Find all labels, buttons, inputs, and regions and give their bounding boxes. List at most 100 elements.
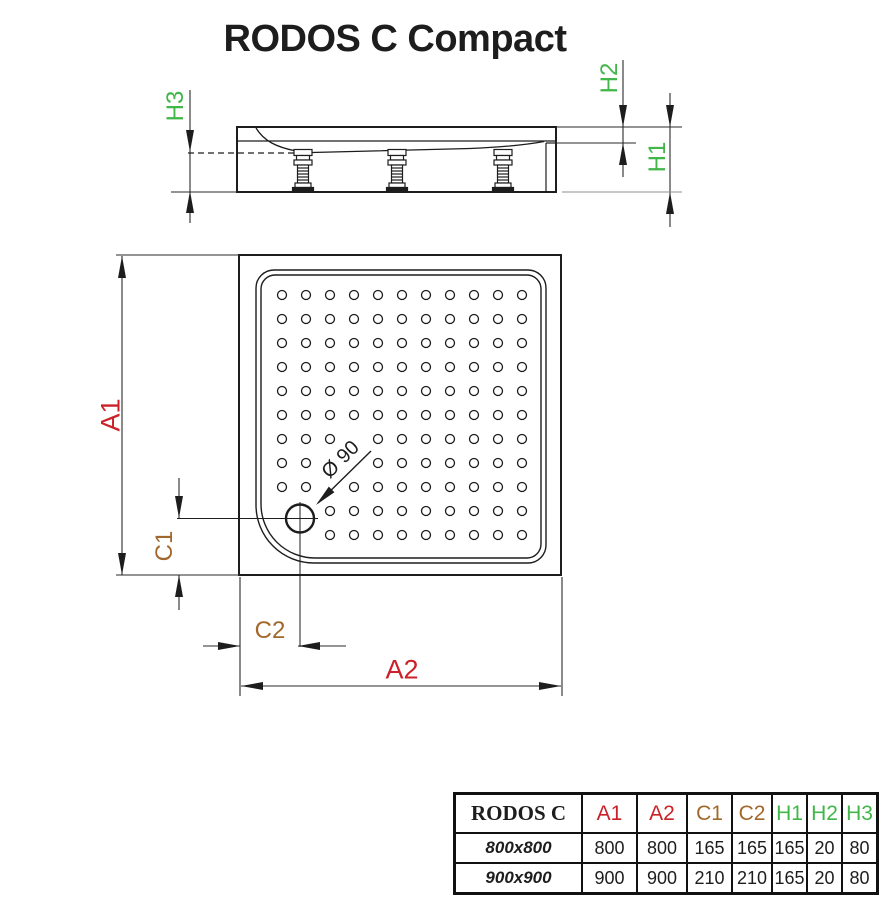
anti-slip-dot	[396, 505, 408, 517]
anti-slip-dot	[492, 385, 504, 397]
dim-label-h1: H1	[644, 141, 671, 173]
anti-slip-dot	[492, 433, 504, 445]
anti-slip-dot	[420, 337, 432, 349]
anti-slip-dot	[420, 385, 432, 397]
anti-slip-dot	[396, 481, 408, 493]
adjustable-feet	[291, 148, 515, 193]
anti-slip-dot	[348, 529, 360, 541]
spec-table: RODOS C A1 A2 C1 C2 H1 H2 H3 800x800 800…	[453, 792, 879, 895]
anti-slip-dot	[324, 289, 336, 301]
dimension-arrowheads-side	[186, 105, 674, 214]
anti-slip-dot	[372, 481, 384, 493]
anti-slip-dot	[276, 433, 288, 445]
table-cell: 80	[842, 863, 877, 893]
anti-slip-dot	[372, 289, 384, 301]
table-cell: 165	[772, 833, 807, 863]
tray-outer-edge	[238, 254, 562, 576]
anti-slip-dot	[348, 313, 360, 325]
side-view	[188, 126, 557, 193]
anti-slip-dot	[492, 289, 504, 301]
anti-slip-dot	[420, 457, 432, 469]
anti-slip-dot	[444, 385, 456, 397]
anti-slip-dot	[492, 313, 504, 325]
anti-slip-dot	[372, 409, 384, 421]
foot-part	[293, 159, 313, 166]
anti-slip-dot	[300, 361, 312, 373]
anti-slip-dot	[444, 529, 456, 541]
anti-slip-dot	[516, 457, 528, 469]
anti-slip-dot	[468, 337, 480, 349]
anti-slip-dot	[396, 529, 408, 541]
anti-slip-dot	[420, 361, 432, 373]
foot-part	[494, 182, 512, 189]
anti-slip-dot	[516, 337, 528, 349]
dim-label-h2: H2	[596, 62, 623, 94]
anti-slip-dot	[372, 313, 384, 325]
anti-slip-dot	[324, 385, 336, 397]
anti-slip-dot	[492, 337, 504, 349]
table-header-a2: A2	[637, 794, 687, 833]
anti-slip-dot	[348, 505, 360, 517]
foot-part	[387, 148, 407, 157]
anti-slip-dot	[276, 457, 288, 469]
table-header-h3: H3	[842, 794, 877, 833]
side-view-dimensions	[171, 60, 682, 227]
dim-label-c1: C1	[151, 530, 178, 562]
anti-slip-dot	[468, 313, 480, 325]
anti-slip-dot	[324, 409, 336, 421]
anti-slip-dot	[276, 289, 288, 301]
anti-slip-dot	[396, 361, 408, 373]
foot-part	[387, 159, 407, 166]
anti-slip-dot	[396, 313, 408, 325]
technical-drawing	[116, 60, 682, 696]
anti-slip-dot	[300, 337, 312, 349]
anti-slip-dot	[516, 433, 528, 445]
table-cell: 800	[582, 833, 637, 863]
dim-label-a1: A1	[95, 398, 126, 432]
foot-part	[294, 182, 312, 189]
anti-slip-dot	[444, 409, 456, 421]
anti-slip-dot	[324, 337, 336, 349]
anti-slip-dot	[444, 289, 456, 301]
anti-slip-dot	[444, 313, 456, 325]
anti-slip-dot	[516, 361, 528, 373]
anti-slip-dot	[444, 433, 456, 445]
anti-slip-dot	[492, 409, 504, 421]
anti-slip-dot	[516, 505, 528, 517]
table-header-product: RODOS C	[455, 794, 582, 833]
anti-slip-dot	[492, 457, 504, 469]
anti-slip-dot	[468, 385, 480, 397]
dimension-arrowheads-top	[118, 256, 561, 690]
anti-slip-dot	[372, 505, 384, 517]
table-cell: 165	[732, 833, 772, 863]
table-header-h2: H2	[807, 794, 842, 833]
anti-slip-dot	[468, 529, 480, 541]
anti-slip-dot	[300, 481, 312, 493]
anti-slip-dot	[468, 289, 480, 301]
anti-slip-dot	[516, 481, 528, 493]
foot-part	[493, 159, 513, 166]
table-row-size: 900x900	[455, 863, 582, 893]
anti-slip-dot	[492, 481, 504, 493]
anti-slip-dot	[516, 313, 528, 325]
table-cell: 165	[687, 833, 732, 863]
anti-slip-dot	[492, 505, 504, 517]
drain-leader-arrowhead	[316, 486, 335, 505]
foot-part	[389, 154, 405, 161]
anti-slip-dot	[420, 433, 432, 445]
anti-slip-dot	[420, 481, 432, 493]
table-header-h1: H1	[772, 794, 807, 833]
anti-slip-dot	[300, 289, 312, 301]
anti-slip-dot	[396, 433, 408, 445]
table-cell: 210	[732, 863, 772, 893]
anti-slip-dot	[420, 313, 432, 325]
anti-slip-dot	[300, 385, 312, 397]
anti-slip-dot	[300, 409, 312, 421]
anti-slip-dot	[372, 361, 384, 373]
table-cell: 20	[807, 863, 842, 893]
anti-slip-dot	[300, 433, 312, 445]
table-cell: 210	[687, 863, 732, 893]
anti-slip-dot	[348, 289, 360, 301]
anti-slip-dot	[276, 409, 288, 421]
anti-slip-dot	[324, 433, 336, 445]
